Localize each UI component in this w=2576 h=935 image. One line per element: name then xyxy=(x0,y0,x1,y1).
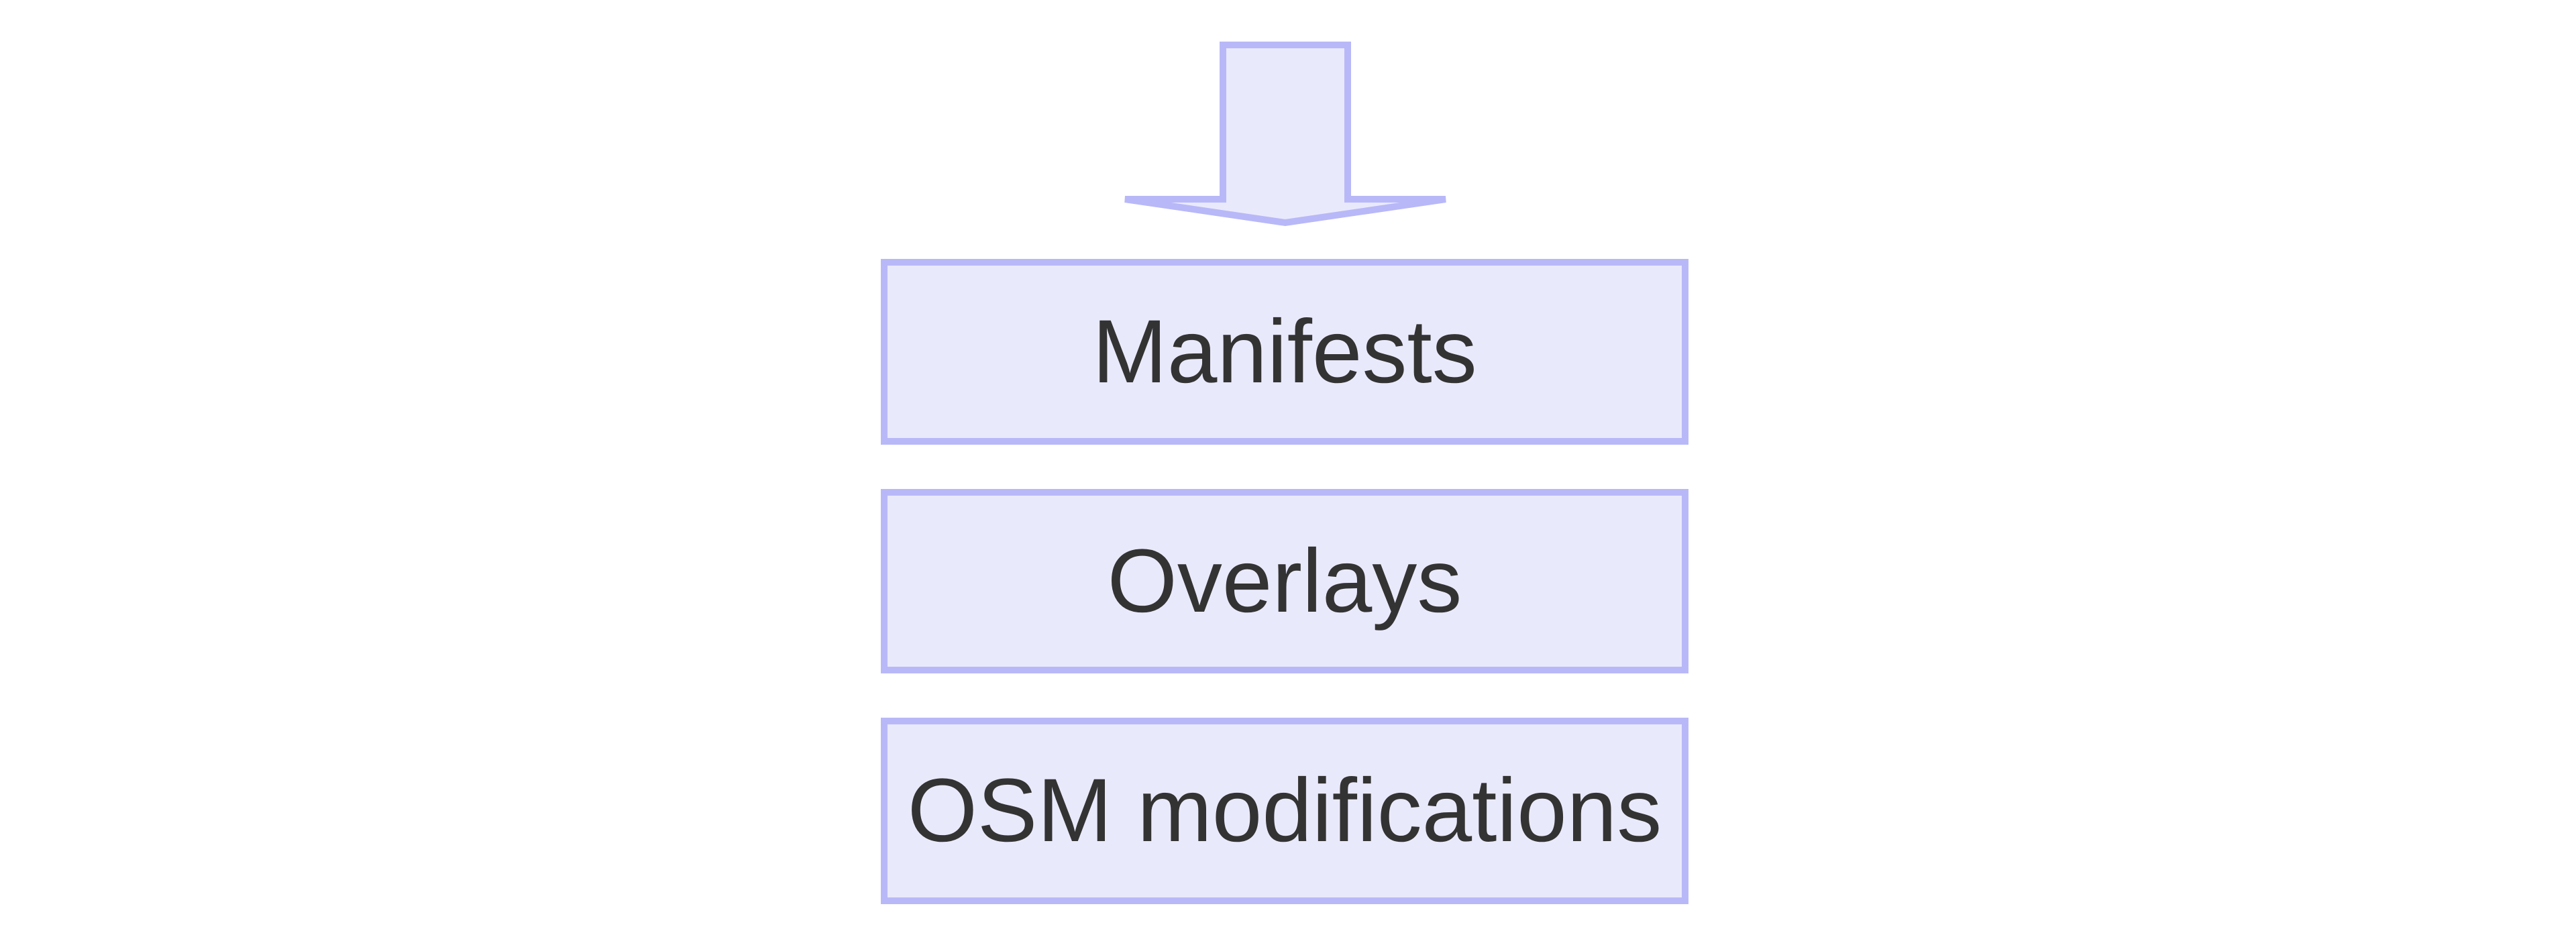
box-manifests: Manifests xyxy=(881,259,1688,445)
box-overlays-label: Overlays xyxy=(1107,531,1462,631)
box-osm-modifications-label: OSM modifications xyxy=(907,761,1662,861)
box-osm-modifications: OSM modifications xyxy=(881,718,1688,904)
box-overlays: Overlays xyxy=(881,489,1688,673)
box-manifests-label: Manifests xyxy=(1092,301,1477,402)
down-arrow-shape xyxy=(1124,42,1446,227)
